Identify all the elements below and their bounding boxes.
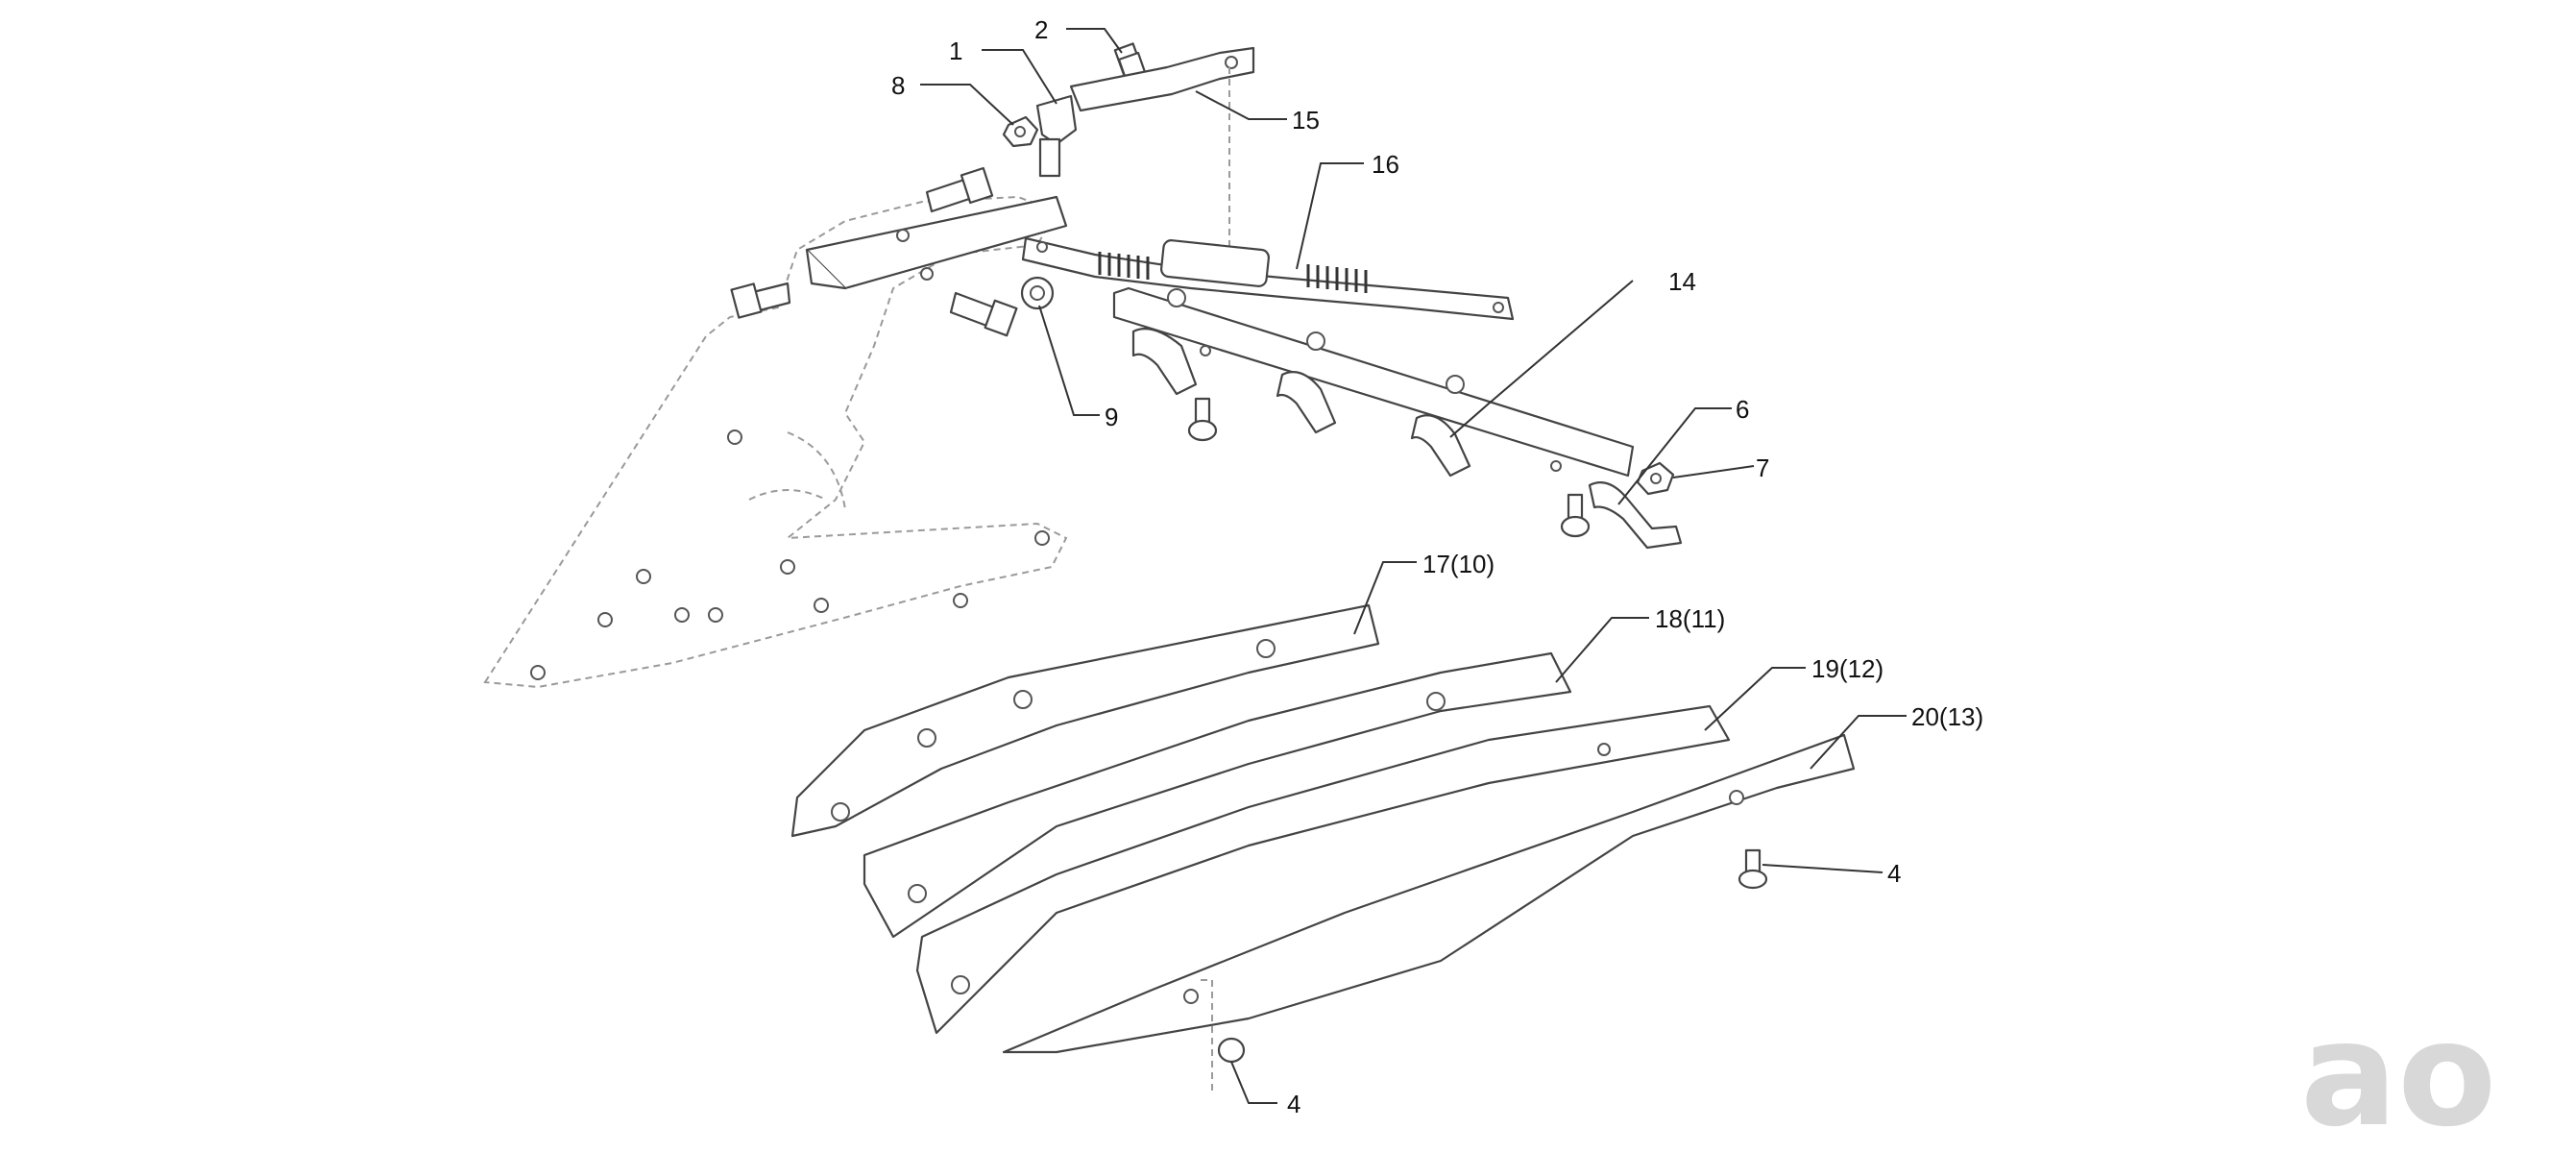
callout-4-upper: 4 [1887,859,1901,888]
nut-part-7 [1636,461,1675,496]
blade-strip-part-17 [790,603,1380,838]
callout-labels: 1 2 8 15 16 9 14 6 7 17(10) 18(11) 19(12… [891,15,1983,1118]
bolt-part-4-upper [1738,848,1768,890]
blade-strip-part-20 [1002,733,1856,1054]
link-arm-part-15 [1069,46,1255,112]
callout-14: 14 [1668,267,1696,296]
bolt-bracket-top [925,166,994,213]
callout-1: 1 [949,37,962,65]
watermark-logo: ao [2300,992,2496,1153]
callout-19-12: 19(12) [1811,654,1883,683]
bolt-rail-left [1187,397,1218,442]
blade-strip-part-18 [863,651,1572,939]
turnbuckle-part-16 [1021,236,1515,321]
callout-9: 9 [1105,403,1118,431]
callout-20-13: 20(13) [1911,702,1983,731]
nut-part-9 [1020,276,1055,310]
callout-18-11: 18(11) [1655,604,1725,633]
callout-8: 8 [891,71,905,100]
hook-rail-part-14 [1112,286,1683,550]
callout-16: 16 [1372,150,1399,179]
callout-4-lower: 4 [1287,1090,1300,1118]
callout-7: 7 [1756,454,1769,482]
bolt-rail-right [1560,493,1591,538]
callout-leaders [920,28,1907,1104]
clevis-part-1 [1035,94,1078,178]
plough-body-outline [483,195,1068,689]
mounting-bracket [805,195,1068,290]
callout-6: 6 [1736,395,1749,424]
callout-17-10: 17(10) [1422,550,1495,578]
blade-strip-part-19 [915,704,1731,1035]
bolt-bracket-right [949,291,1018,337]
bolt-part-4-lower [1217,1037,1246,1064]
bolt-bracket-left [730,282,791,319]
callout-2: 2 [1034,15,1048,44]
callout-15: 15 [1292,106,1320,135]
